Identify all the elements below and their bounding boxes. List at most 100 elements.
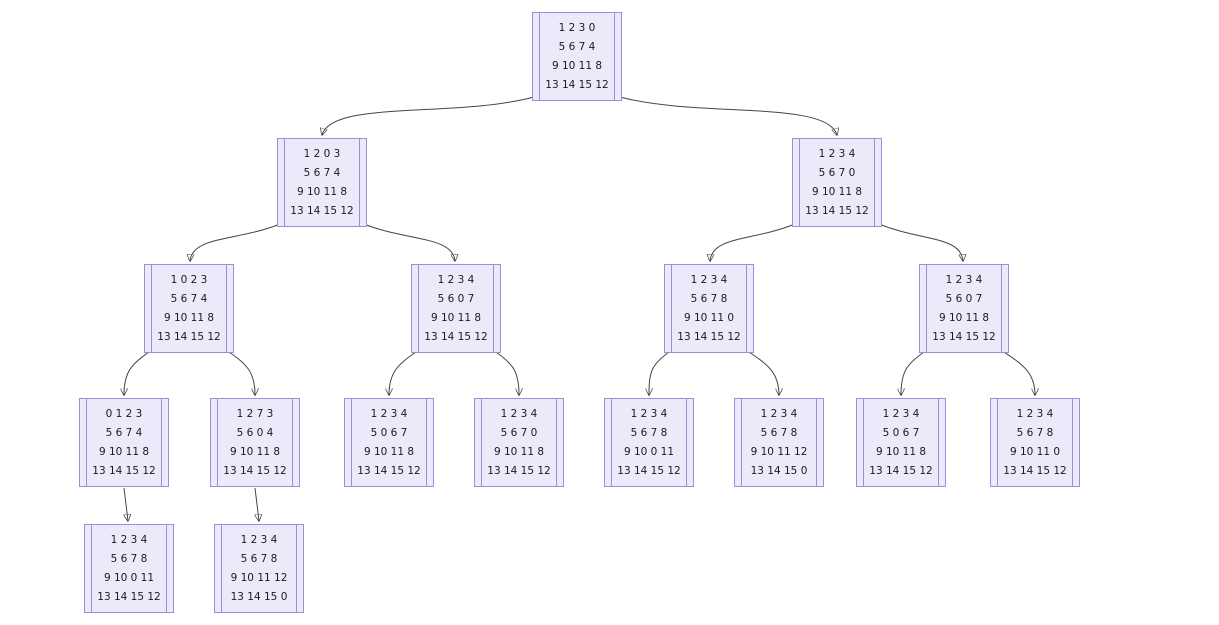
node-side-strip-right [161, 399, 168, 486]
puzzle-grid-row: 5 0 6 7 [882, 426, 920, 439]
puzzle-node-L4-7: 1 2 3 4 5 0 6 7 9 10 11 8 13 14 15 12 [856, 398, 946, 487]
puzzle-grid-row: 1 2 3 4 [818, 147, 856, 160]
node-side-strip-right [614, 13, 621, 100]
puzzle-grid-row: 9 10 11 8 [938, 311, 990, 324]
puzzle-grid-row: 13 14 15 0 [750, 464, 808, 477]
edge-root-L2-left [322, 96, 535, 135]
node-side-strip-left [605, 399, 612, 486]
puzzle-grid-row: 13 14 15 0 [230, 590, 288, 603]
puzzle-grid-row: 0 1 2 3 [105, 407, 143, 420]
node-side-strip-right [816, 399, 823, 486]
puzzle-grid-row: 1 2 3 4 [690, 273, 728, 286]
puzzle-grid-row: 9 10 11 0 [1009, 445, 1061, 458]
puzzle-grid-row: 9 10 11 8 [163, 311, 215, 324]
node-side-strip-right [493, 265, 500, 352]
puzzle-grid-row: 1 2 0 3 [303, 147, 341, 160]
puzzle-grid-row: 5 6 7 8 [690, 292, 728, 305]
puzzle-grid-row: 9 10 11 8 [98, 445, 150, 458]
puzzle-grid-row: 1 2 3 4 [500, 407, 538, 420]
node-side-strip-left [665, 265, 672, 352]
puzzle-grid-row: 9 10 11 0 [683, 311, 735, 324]
node-side-strip-left [857, 399, 864, 486]
puzzle-grid-row: 5 6 7 4 [558, 40, 596, 53]
edge-L3-2-L4-4 [492, 349, 519, 395]
puzzle-grid-row: 9 10 11 8 [875, 445, 927, 458]
puzzle-grid-row: 9 10 0 11 [103, 571, 155, 584]
puzzle-grid-row: 1 2 3 4 [760, 407, 798, 420]
puzzle-grid-row: 5 6 0 4 [236, 426, 274, 439]
puzzle-grid-row: 5 0 6 7 [370, 426, 408, 439]
node-side-strip-left [412, 265, 419, 352]
puzzle-grid-row: 13 14 15 12 [545, 78, 609, 91]
puzzle-grid-row: 5 6 7 8 [110, 552, 148, 565]
node-side-strip-right [938, 399, 945, 486]
node-side-strip-right [1001, 265, 1008, 352]
puzzle-grid-row: 9 10 11 8 [229, 445, 281, 458]
edge-L2-left-L3-1 [190, 223, 281, 261]
node-side-strip-right [226, 265, 233, 352]
puzzle-grid-row: 1 2 7 3 [236, 407, 274, 420]
puzzle-grid-row: 5 6 7 4 [105, 426, 143, 439]
puzzle-grid-row: 1 2 3 4 [882, 407, 920, 420]
puzzle-grid-row: 5 6 7 0 [818, 166, 856, 179]
puzzle-grid-row: 9 10 11 8 [493, 445, 545, 458]
edge-L3-2-L4-3 [389, 349, 420, 395]
node-side-strip-left [793, 139, 800, 226]
puzzle-grid-row: 9 10 11 12 [230, 571, 288, 584]
node-side-strip-left [991, 399, 998, 486]
puzzle-grid-row: 9 10 11 12 [750, 445, 808, 458]
puzzle-grid-row: 9 10 11 8 [811, 185, 863, 198]
puzzle-grid-row: 1 2 3 4 [110, 533, 148, 546]
node-side-strip-right [166, 525, 173, 612]
puzzle-grid: 1 2 3 4 5 6 7 8 9 10 11 12 13 14 15 0 [222, 525, 296, 612]
node-side-strip-right [556, 399, 563, 486]
edge-L3-3-L4-5 [649, 349, 673, 395]
puzzle-grid-row: 5 6 7 4 [303, 166, 341, 179]
puzzle-grid-row: 5 6 7 8 [240, 552, 278, 565]
puzzle-grid-row: 5 6 0 7 [945, 292, 983, 305]
puzzle-grid-row: 9 10 11 8 [363, 445, 415, 458]
puzzle-grid-row: 1 2 3 4 [437, 273, 475, 286]
puzzle-grid-row: 5 6 7 8 [760, 426, 798, 439]
node-side-strip-right [292, 399, 299, 486]
edge-L3-1-L4-1 [124, 349, 153, 395]
edge-L3-4-L4-7 [901, 349, 928, 395]
puzzle-grid-row: 13 14 15 12 [487, 464, 551, 477]
puzzle-grid-row: 13 14 15 12 [617, 464, 681, 477]
node-side-strip-right [1072, 399, 1079, 486]
node-side-strip-left [145, 265, 152, 352]
puzzle-grid-row: 13 14 15 12 [357, 464, 421, 477]
puzzle-grid-row: 9 10 11 8 [296, 185, 348, 198]
edge-L4-1-L5-1 [124, 487, 128, 521]
puzzle-grid-row: 5 6 7 4 [170, 292, 208, 305]
node-side-strip-left [475, 399, 482, 486]
node-side-strip-right [359, 139, 366, 226]
node-side-strip-left [211, 399, 218, 486]
puzzle-grid-row: 1 0 2 3 [170, 273, 208, 286]
puzzle-grid-row: 13 14 15 12 [869, 464, 933, 477]
edge-L2-right-L3-4 [878, 223, 963, 261]
node-side-strip-left [920, 265, 927, 352]
node-side-strip-right [686, 399, 693, 486]
node-side-strip-left [85, 525, 92, 612]
puzzle-grid-row: 1 2 3 4 [240, 533, 278, 546]
